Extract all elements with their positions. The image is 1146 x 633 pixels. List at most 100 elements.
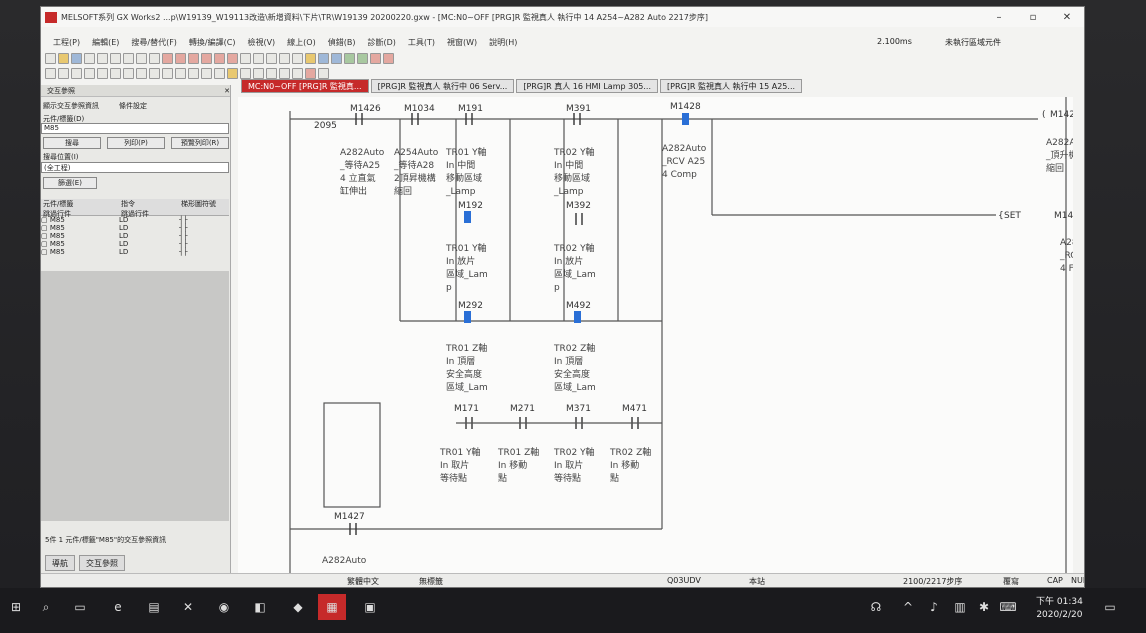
- line-icon[interactable]: [123, 67, 134, 79]
- contact-icon[interactable]: [71, 67, 82, 79]
- print-preview-button[interactable]: 預覽列印(R): [171, 137, 229, 149]
- chrome-icon[interactable]: ◉: [218, 600, 230, 614]
- minimize-button[interactable]: –: [996, 11, 1002, 23]
- search-icon[interactable]: [292, 52, 303, 64]
- person-icon[interactable]: ☊: [870, 600, 882, 614]
- contact-icon[interactable]: [175, 67, 186, 79]
- line-icon[interactable]: [136, 67, 147, 79]
- print-icon[interactable]: [84, 52, 95, 64]
- undo-icon[interactable]: [136, 52, 147, 64]
- clock[interactable]: 下午 01:34 2020/2/20: [1036, 596, 1083, 622]
- ladder-tool-icon[interactable]: [201, 52, 212, 64]
- line-icon[interactable]: [162, 67, 173, 79]
- filter-button[interactable]: 篩選(E): [43, 177, 97, 189]
- ladder-tool-icon[interactable]: [214, 52, 225, 64]
- contact-icon[interactable]: [214, 67, 225, 79]
- excel-icon[interactable]: ✕: [182, 600, 194, 614]
- menu-diagnostics[interactable]: 診斷(D): [367, 37, 396, 47]
- comment-icon[interactable]: [240, 67, 251, 79]
- close-icon[interactable]: ✕: [224, 86, 230, 95]
- task-view-icon[interactable]: ▭: [74, 600, 86, 614]
- comment-icon[interactable]: [227, 67, 238, 79]
- menu-edit[interactable]: 編輯(E): [92, 37, 120, 47]
- search-icon[interactable]: ⌕: [42, 599, 50, 614]
- coil-icon[interactable]: [110, 67, 121, 79]
- device-icon[interactable]: [292, 67, 303, 79]
- maximize-button[interactable]: ▫: [1029, 11, 1037, 23]
- ladder-editor[interactable]: ( ) { 2095 M1426 M1034 M191 M391 M1428 M…: [238, 97, 1073, 573]
- menu-tools[interactable]: 工具(T): [407, 37, 435, 47]
- tab-current[interactable]: MC:N0~OFF [PRG]R 監視真...: [241, 79, 369, 93]
- contact-icon[interactable]: [45, 67, 56, 79]
- menu-project[interactable]: 工程(P): [53, 37, 81, 47]
- monitor-icon[interactable]: [318, 52, 329, 64]
- paste-icon[interactable]: [123, 52, 134, 64]
- tray-chevron-icon[interactable]: ^: [902, 600, 914, 614]
- tab-cross-reference[interactable]: 交互參照: [79, 555, 125, 571]
- contact-icon[interactable]: [58, 67, 69, 79]
- ladder-tool-icon[interactable]: [188, 52, 199, 64]
- explorer-icon[interactable]: ▤: [148, 600, 160, 614]
- tab-filter-settings[interactable]: 條件設定: [119, 102, 147, 110]
- menu-find[interactable]: 搜尋/替代(F): [131, 37, 177, 47]
- contact-icon[interactable]: [201, 67, 212, 79]
- ladder-tool-icon[interactable]: [227, 52, 238, 64]
- open-icon[interactable]: [58, 52, 69, 64]
- cut-icon[interactable]: [97, 52, 108, 64]
- contact-icon[interactable]: [84, 67, 95, 79]
- new-icon[interactable]: [45, 52, 56, 64]
- menu-online[interactable]: 線上(O): [287, 37, 316, 47]
- write-icon[interactable]: [344, 52, 355, 64]
- redo-icon[interactable]: [149, 52, 160, 64]
- menu-help[interactable]: 說明(H): [489, 37, 518, 47]
- network-icon[interactable]: ▥: [954, 600, 966, 614]
- read-icon[interactable]: [357, 52, 368, 64]
- start-icon[interactable]: ⊞: [10, 600, 22, 614]
- tab-servo[interactable]: [PRG]R 監視真人 執行中 06 Serv...: [370, 79, 515, 93]
- menu-compile[interactable]: 轉換/編譯(C): [188, 37, 236, 47]
- app-icon[interactable]: ◆: [293, 600, 303, 614]
- monitor-icon[interactable]: [331, 52, 342, 64]
- save-icon[interactable]: [71, 52, 82, 64]
- line-icon[interactable]: [149, 67, 160, 79]
- close-button[interactable]: ✕: [1062, 11, 1072, 23]
- copy-icon[interactable]: [110, 52, 121, 64]
- keyboard-icon[interactable]: ⌨: [999, 600, 1017, 614]
- search-button[interactable]: 搜尋: [43, 137, 101, 149]
- contact-icon[interactable]: [188, 67, 199, 79]
- coil-icon[interactable]: [97, 67, 108, 79]
- tab-a25[interactable]: [PRG]R 監視真人 執行中 15 A25...: [660, 79, 803, 93]
- edge-icon[interactable]: e: [114, 600, 122, 614]
- device-icon[interactable]: [318, 67, 329, 79]
- gx-works-icon[interactable]: ▦: [318, 594, 346, 620]
- device-icon[interactable]: [279, 67, 290, 79]
- ladder-tool-icon[interactable]: [279, 52, 290, 64]
- device-icon[interactable]: [266, 67, 277, 79]
- device-icon[interactable]: [305, 67, 316, 79]
- ladder-tool-icon[interactable]: [175, 52, 186, 64]
- tab-navigation[interactable]: 導航: [45, 555, 75, 571]
- menu-window[interactable]: 視窗(W): [447, 37, 478, 47]
- menu-view[interactable]: 檢視(V): [247, 37, 276, 47]
- stop-icon[interactable]: [383, 52, 394, 64]
- bluetooth-icon[interactable]: ✱: [978, 600, 990, 614]
- tab-hmi-lamp[interactable]: [PRG]R 真人 16 HMI Lamp 305...: [516, 79, 659, 93]
- print-button[interactable]: 列印(P): [107, 137, 165, 149]
- volume-icon[interactable]: ♪: [930, 600, 938, 614]
- license-icon[interactable]: ◧: [254, 600, 266, 614]
- run-icon[interactable]: [370, 52, 381, 64]
- notification-icon[interactable]: ▭: [1104, 600, 1116, 614]
- ladder-tool-icon[interactable]: [240, 52, 251, 64]
- device-input[interactable]: M85: [41, 123, 229, 134]
- ladder-tool-icon[interactable]: [266, 52, 277, 64]
- ladder-tool-icon[interactable]: [253, 52, 264, 64]
- comment-icon[interactable]: [253, 67, 264, 79]
- app-icon[interactable]: ▣: [364, 600, 376, 614]
- monitor-icon[interactable]: [305, 52, 316, 64]
- tab-display-info[interactable]: 顯示交互參照資訊: [43, 102, 99, 110]
